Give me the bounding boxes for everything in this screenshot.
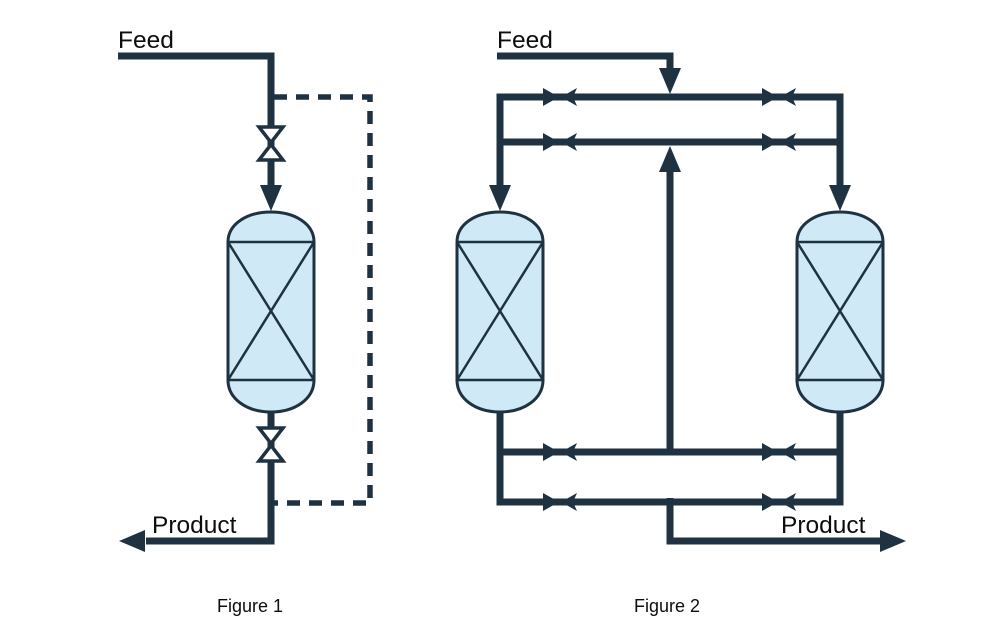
feed-pipe [118, 52, 275, 188]
figure-caption: Figure 1 [217, 596, 283, 616]
product-pipe [666, 498, 880, 545]
figure-caption: Figure 2 [634, 596, 700, 616]
feed-pipe [497, 52, 674, 72]
figure-2: Feed Product Figure 2 [455, 27, 906, 616]
arrow-down-icon [829, 185, 851, 211]
adsorber-vessel-b [795, 210, 885, 414]
arrow-right-icon [880, 530, 906, 552]
adsorber-vessel-a [455, 210, 545, 414]
arrow-left-icon [119, 530, 145, 552]
adsorber-vessel [226, 210, 316, 414]
arrow-down-icon [489, 185, 511, 211]
arrow-up-icon [659, 146, 681, 172]
inlet-valve-icon [257, 125, 285, 162]
bypass-dashed-line [274, 94, 373, 506]
arrow-down-icon [659, 68, 681, 94]
arrow-down-icon [260, 185, 282, 211]
outlet-valve-icon [257, 426, 285, 463]
feed-label: Feed [497, 27, 553, 54]
feed-label: Feed [118, 27, 174, 54]
product-label: Product [781, 512, 866, 539]
product-label: Product [152, 512, 237, 539]
figure-1: Feed Product Figure 1 [118, 27, 373, 616]
